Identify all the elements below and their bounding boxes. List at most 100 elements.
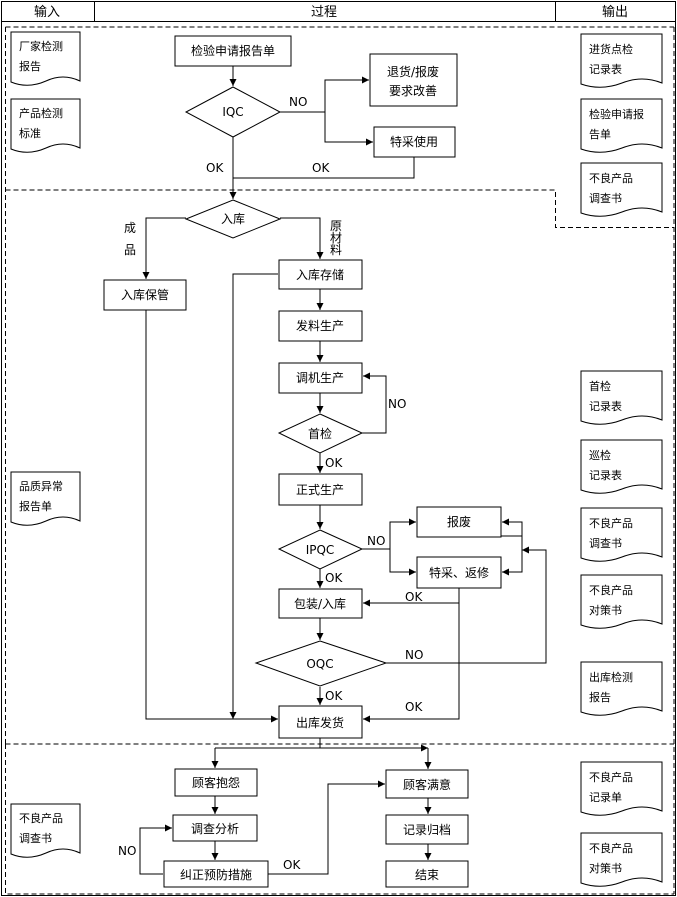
node-complaint: 顾客抱怨 — [174, 768, 258, 797]
svg-text:正式生产: 正式生产 — [296, 483, 344, 497]
svg-text:调查书: 调查书 — [589, 191, 622, 205]
node-investigate: 调查分析 — [172, 814, 258, 842]
header-process: 过程 — [311, 5, 337, 20]
svg-text:调查书: 调查书 — [19, 831, 52, 845]
svg-text:检验申请报告单: 检验申请报告单 — [191, 43, 275, 58]
connectors — [139, 66, 547, 875]
svg-text:结束: 结束 — [415, 868, 439, 882]
section-purchase-border — [5, 189, 674, 228]
node-first-check: 首检 — [277, 413, 364, 454]
edge-no-ipqc: NO — [367, 534, 385, 548]
node-warehouse-in: 入库 — [184, 199, 282, 239]
output-doc-incoming-check: 进货点检 记录表 — [580, 33, 663, 88]
edge-ok-special: OK — [312, 161, 330, 175]
svg-text:要求改善: 要求改善 — [389, 83, 437, 98]
node-satisfied: 顾客满意 — [385, 769, 469, 799]
svg-text:IPQC: IPQC — [306, 543, 335, 557]
svg-text:包装/入库: 包装/入库 — [294, 596, 346, 611]
svg-text:不良产品: 不良产品 — [589, 770, 633, 784]
svg-text:首检: 首检 — [308, 426, 332, 441]
output-doc-defect-survey-2: 不良产品 调查书 — [580, 507, 663, 562]
svg-text:入库保管: 入库保管 — [121, 287, 169, 302]
edge-no-first-check: NO — [388, 397, 406, 411]
svg-text:出库检测: 出库检测 — [589, 670, 633, 684]
node-iqc: IQC — [184, 86, 282, 138]
svg-text:退货/报废: 退货/报废 — [387, 64, 439, 79]
node-end: 结束 — [385, 860, 469, 888]
input-doc-defect-survey: 不良产品 调查书 — [10, 803, 81, 858]
svg-text:报告: 报告 — [19, 59, 41, 73]
output-doc-first-check-record: 首检 记录表 — [580, 370, 663, 425]
input-docs: 厂家检测 报告 产品检测 标准 品质异常 报告单 不良产品 调查书 — [10, 31, 81, 858]
svg-text:对策书: 对策书 — [589, 603, 622, 617]
svg-text:入库存储: 入库存储 — [296, 267, 344, 282]
svg-text:不良产品: 不良产品 — [19, 811, 63, 825]
svg-text:特采使用: 特采使用 — [390, 134, 438, 149]
label-finished-product: 成品 — [124, 221, 136, 257]
svg-text:调查书: 调查书 — [589, 536, 622, 550]
node-ship: 出库发货 — [278, 705, 363, 739]
edge-ok-rework: OK — [405, 590, 423, 604]
svg-text:产品检测: 产品检测 — [19, 106, 63, 120]
svg-text:发料生产: 发料生产 — [296, 318, 344, 333]
output-doc-patrol-record: 巡检 记录表 — [580, 439, 663, 494]
input-doc-quality-abnormal: 品质异常 报告单 — [10, 471, 81, 526]
node-raw-storage: 入库存储 — [278, 259, 363, 290]
svg-text:IQC: IQC — [222, 105, 243, 119]
output-doc-shipping-report: 出库检测 报告 — [580, 661, 663, 716]
svg-text:特采、返修: 特采、返修 — [429, 565, 489, 580]
svg-text:调查分析: 调查分析 — [191, 822, 239, 836]
svg-text:首检: 首检 — [589, 379, 611, 393]
svg-text:不良产品: 不良产品 — [589, 841, 633, 855]
svg-text:入库: 入库 — [221, 211, 245, 226]
node-special-rework: 特采、返修 — [416, 556, 502, 589]
output-doc-defect-survey-1: 不良产品 调查书 — [580, 162, 663, 217]
svg-text:记录单: 记录单 — [589, 791, 622, 804]
node-return-improve: 退货/报废 要求改善 — [369, 53, 458, 107]
output-doc-defect-countermeasure-2: 不良产品 对策书 — [580, 832, 663, 887]
svg-text:记录表: 记录表 — [589, 468, 622, 482]
svg-text:不良产品: 不良产品 — [589, 516, 633, 530]
edge-no-oqc: NO — [405, 648, 423, 662]
output-doc-defect-countermeasure-1: 不良产品 对策书 — [580, 574, 663, 629]
svg-text:标准: 标准 — [19, 126, 41, 140]
svg-text:对策书: 对策书 — [589, 861, 622, 875]
svg-text:告单: 告单 — [589, 128, 611, 141]
svg-text:检验申请报: 检验申请报 — [589, 107, 644, 121]
edge-ok-first-check: OK — [325, 456, 343, 470]
input-doc-vendor-report: 厂家检测 报告 — [10, 31, 81, 86]
svg-text:出库发货: 出库发货 — [296, 715, 344, 730]
node-pack-storage: 包装/入库 — [278, 588, 363, 619]
svg-text:顾客满意: 顾客满意 — [403, 777, 451, 792]
output-doc-defect-record: 不良产品 记录单 — [580, 761, 663, 816]
node-formal-production: 正式生产 — [278, 473, 363, 506]
node-ipqc: IPQC — [277, 529, 364, 570]
output-doc-apply-report: 检验申请报 告单 — [580, 98, 663, 153]
svg-text:记录表: 记录表 — [589, 62, 622, 76]
edge-ok-corrective: OK — [283, 858, 301, 872]
input-doc-product-standard: 产品检测 标准 — [10, 98, 81, 153]
svg-text:顾客抱怨: 顾客抱怨 — [192, 775, 240, 790]
node-special-use: 特采使用 — [373, 126, 456, 158]
svg-text:品质异常: 品质异常 — [19, 480, 63, 493]
node-record-archive: 记录归档 — [385, 814, 469, 845]
svg-text:报告: 报告 — [589, 690, 611, 704]
node-oqc: OQC — [254, 640, 388, 687]
svg-text:不良产品: 不良产品 — [589, 583, 633, 597]
svg-text:不良产品: 不良产品 — [589, 171, 633, 185]
section-service-border — [5, 27, 675, 895]
edge-no-corrective: NO — [118, 844, 136, 858]
node-finished-storage: 入库保管 — [103, 279, 187, 311]
edge-ok-ship: OK — [405, 700, 423, 714]
edge-ok-oqc: OK — [325, 689, 343, 703]
svg-text:纠正预防措施: 纠正预防措施 — [180, 867, 252, 882]
edge-no-iqc: NO — [289, 95, 307, 109]
svg-text:进货点检: 进货点检 — [589, 42, 633, 56]
header-output: 输出 — [602, 4, 628, 20]
svg-text:报废: 报废 — [447, 514, 471, 529]
svg-text:记录归档: 记录归档 — [403, 823, 451, 837]
svg-text:记录表: 记录表 — [589, 399, 622, 413]
label-raw-material: 原材料 — [330, 219, 342, 257]
